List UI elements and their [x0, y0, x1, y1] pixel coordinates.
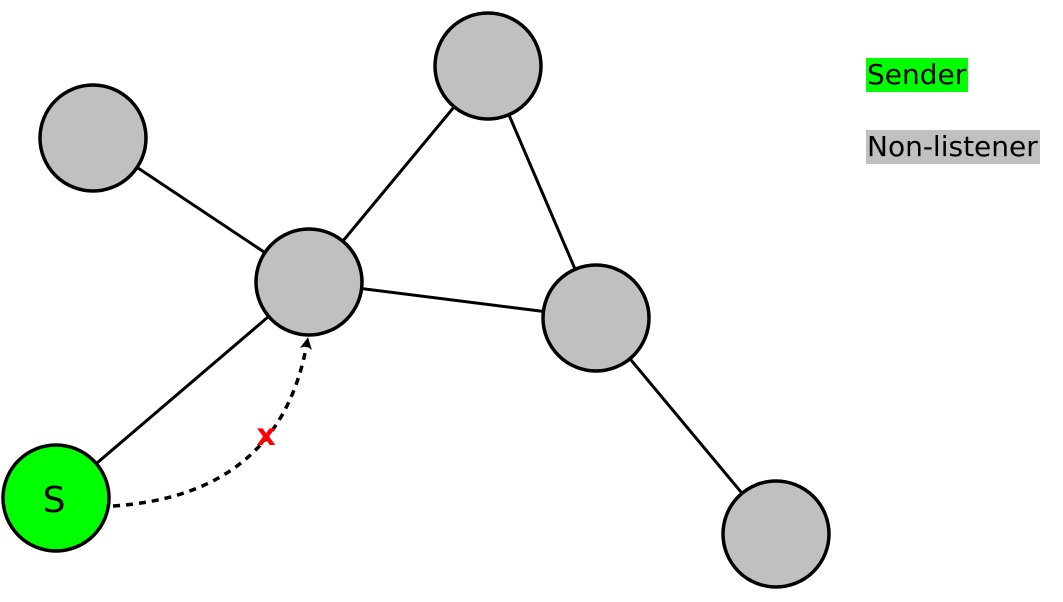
- legend-non-listener: Non-listener: [866, 130, 1040, 164]
- blocked-message-arrow: [112, 337, 312, 508]
- node-top: [433, 11, 543, 121]
- node-hub: [254, 227, 364, 337]
- legend-sender: Sender: [866, 58, 969, 92]
- node-bottom-right: [721, 479, 831, 589]
- node-right: [541, 263, 651, 373]
- blocked-mark: x: [256, 418, 275, 453]
- nodes: S: [1, 11, 831, 589]
- edges: [55, 65, 778, 535]
- node-sender: [1, 443, 111, 553]
- node-top-left: [38, 83, 148, 193]
- node-label-sender: S: [43, 480, 66, 521]
- edge-sender-hub: [55, 280, 310, 500]
